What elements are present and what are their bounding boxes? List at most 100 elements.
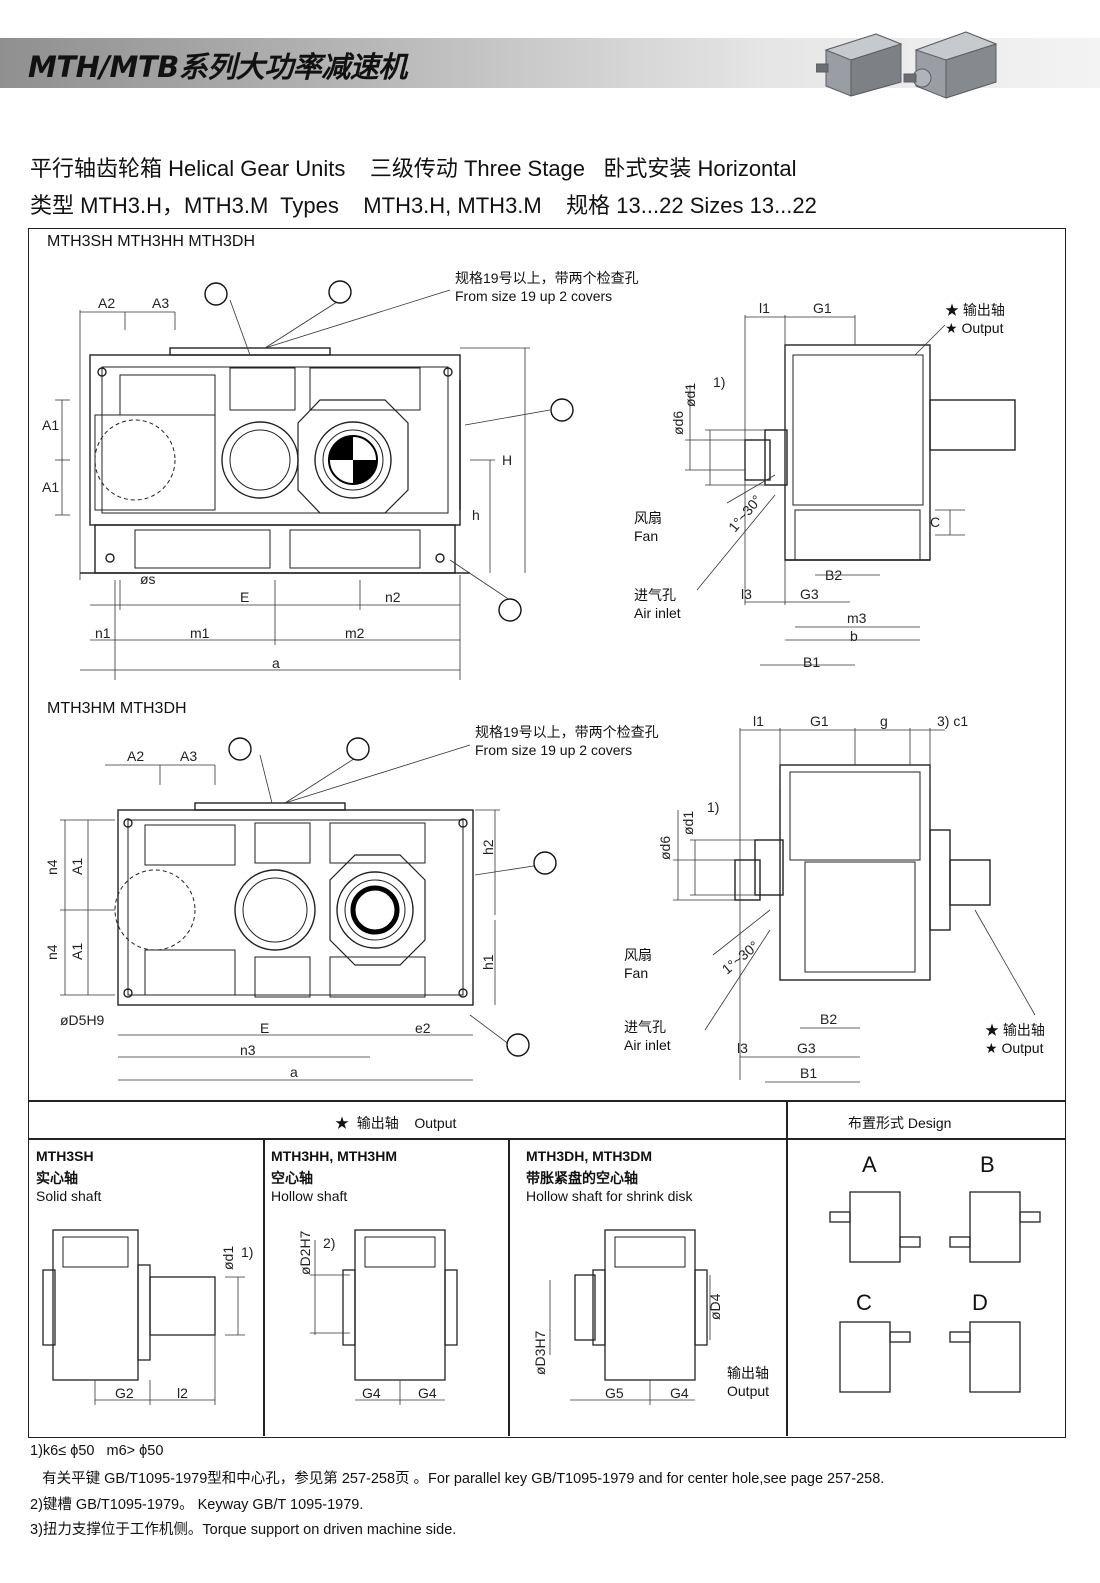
col2-en: Hollow shaft (271, 1188, 348, 1204)
dim-h1: h1 (480, 954, 496, 970)
product-image (815, 20, 1006, 100)
dim-A2: A2 (98, 295, 115, 311)
footnote-1b: 有关平键 GB/T1095-1979型和中心孔，参见第 257-258页 。Fo… (30, 1471, 885, 1487)
air-inlet-cn-2: 进气孔 (624, 1019, 666, 1035)
col1-cn: 实心轴 (36, 1170, 78, 1186)
dim-m3: m3 (847, 610, 867, 626)
dim-D5: øD5H9 (60, 1012, 105, 1028)
divider (28, 1100, 1066, 1102)
dim-G4-b: G4 (418, 1385, 437, 1401)
air-inlet-en: Air inlet (634, 605, 681, 621)
dim-G3: G3 (800, 586, 819, 602)
section-1-front-view: A2 A3 A1 A1 H h øs E n2 n1 m1 m2 a (42, 280, 574, 680)
dim-B2-2: B2 (820, 1011, 837, 1027)
dim-G5: G5 (605, 1385, 624, 1401)
col1-en: Solid shaft (36, 1188, 102, 1204)
subtitle-line-2: 类型 MTH3.H，MTH3.M Types MTH3.H, MTH3.M 规格… (30, 193, 817, 218)
dim-h: h (472, 507, 480, 523)
dim-e2: e2 (415, 1020, 431, 1036)
air-inlet-en-2: Air inlet (624, 1037, 671, 1053)
dim-l1: l1 (759, 300, 770, 316)
dim-a-2: a (290, 1064, 298, 1080)
dim-l2: l2 (177, 1385, 188, 1401)
dim-m2: m2 (345, 625, 365, 641)
dim-A2-2: A2 (127, 748, 144, 764)
design-A-label: A (862, 1152, 877, 1177)
dim-l3: l3 (741, 586, 752, 602)
design-layouts: A B C D (790, 1150, 1060, 1430)
dim-h2: h2 (480, 839, 496, 855)
col1-type: MTH3SH (36, 1148, 94, 1164)
dim-A3: A3 (152, 295, 169, 311)
footnote-3: 3)扭力支撑位于工作机侧。Torque support on driven ma… (30, 1522, 457, 1538)
fan-label-cn-2: 风扇 (624, 947, 652, 963)
dim-H: H (502, 452, 512, 468)
dim-d6: ød6 (670, 411, 686, 435)
output-label-en-2: ★ Output (985, 1040, 1044, 1056)
air-inlet-cn: 进气孔 (634, 587, 676, 603)
divider (263, 1138, 265, 1436)
output-label-cn-2: ★ 输出轴 (985, 1022, 1045, 1038)
dim-D2: øD2H7 (297, 1230, 313, 1275)
dim-m1: m1 (190, 625, 210, 641)
dim-G4-a: G4 (362, 1385, 381, 1401)
dim-A1-top: A1 (42, 417, 59, 433)
dim-B2: B2 (825, 567, 842, 583)
design-C-label: C (856, 1290, 872, 1315)
dim-b: b (850, 628, 858, 644)
dim-n3: n3 (240, 1042, 256, 1058)
dim-d1-solid: ød1 (220, 1246, 236, 1270)
col2-cn: 空心轴 (271, 1170, 313, 1186)
section-1-title: MTH3SH MTH3HH MTH3DH (47, 233, 255, 250)
dim-G2: G2 (115, 1385, 134, 1401)
col3-output-en: Output (727, 1383, 770, 1399)
col2-type: MTH3HH, MTH3HM (271, 1148, 397, 1164)
fan-label-en: Fan (634, 528, 659, 544)
dim-c1: 3) c1 (937, 713, 968, 729)
dim-g: g (880, 713, 888, 729)
divider (28, 1138, 1066, 1140)
fan-label-en-2: Fan (624, 965, 649, 981)
dim-E: E (240, 589, 249, 605)
dim-B1: B1 (803, 654, 820, 670)
design-D-label: D (972, 1290, 988, 1315)
dim-n1: n1 (95, 625, 111, 641)
col3-en: Hollow shaft for shrink disk (526, 1188, 693, 1204)
dim-d1: ød1 (682, 383, 698, 407)
dim-l1-2: l1 (753, 713, 764, 729)
footnote-1: 1)k6≤ ϕ50 m6> ϕ50 (30, 1443, 164, 1459)
solid-shaft-drawing: G2 l2 ød1 1) (42, 1229, 253, 1405)
dim-B1-2: B1 (800, 1065, 817, 1081)
covers-note-cn: 规格19号以上，带两个检查孔 (455, 270, 639, 286)
drawing-frame (28, 228, 1066, 1438)
dim-s: øs (140, 571, 156, 587)
dim-a: a (272, 655, 280, 671)
covers-note-cn-2: 规格19号以上，带两个检查孔 (475, 724, 659, 740)
output-label-en: ★ Output (945, 320, 1004, 336)
dim-A3-2: A3 (180, 748, 197, 764)
shrink-disk-drawing: øD3H7 øD4 G5 G4 (532, 1229, 720, 1405)
section-1-side-view: l1 G1 1) ød1 ød6 1°~30° C B2 l3 G3 m3 b … (670, 300, 1016, 670)
dim-A1-bottom: A1 (42, 479, 59, 495)
output-header: ★ 输出轴 Output (335, 1115, 457, 1131)
divider (508, 1138, 510, 1436)
covers-note-en: From size 19 up 2 covers (455, 288, 613, 304)
design-header: 布置形式 Design (848, 1115, 952, 1131)
page-title: MTH/MTB系列大功率减速机 (28, 50, 407, 84)
footnote-2: 2)键槽 GB/T1095-1979。 Keyway GB/T 1095-197… (30, 1497, 364, 1513)
dim-G3-2: G3 (797, 1040, 816, 1056)
dim-D4: øD4 (707, 1293, 720, 1320)
col3-type: MTH3DH, MTH3DM (526, 1148, 652, 1164)
dim-G1-2: G1 (810, 713, 829, 729)
dim-D3: øD3H7 (532, 1330, 548, 1375)
col3-cn: 带胀紧盘的空心轴 (526, 1170, 638, 1186)
dim-n4-bottom: n4 (44, 944, 60, 960)
gear-unit-illustration (815, 31, 998, 99)
dim-n2: n2 (385, 589, 401, 605)
dim-A1-top-2: A1 (69, 858, 85, 875)
output-label-cn: ★ 输出轴 (945, 302, 1005, 318)
covers-note-en-2: From size 19 up 2 covers (475, 742, 633, 758)
design-diagrams (829, 1191, 1041, 1393)
subtitle-line-1: 平行轴齿轮箱 Helical Gear Units 三级传动 Three Sta… (30, 156, 797, 181)
note-2: 2) (323, 1235, 335, 1251)
